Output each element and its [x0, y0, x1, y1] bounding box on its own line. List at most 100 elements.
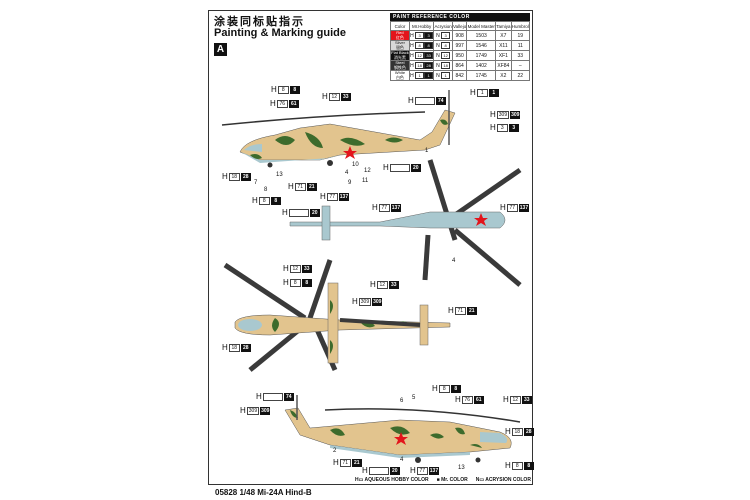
hobby-prefix: H [505, 461, 511, 470]
hobby-prefix: H [271, 85, 277, 94]
hobby-prefix: H [282, 208, 288, 217]
hobby-prefix: H [408, 96, 414, 105]
color-legend: H▭ AQUEOUS HOBBY COLOR ■ Mr. COLOR N▭ AC… [355, 477, 531, 483]
hobby-prefix: H [240, 406, 246, 415]
mr-color-code: 61 [473, 395, 484, 404]
aqueous-code: 71 [294, 182, 306, 191]
hobby-prefix: H [222, 343, 228, 352]
hobby-prefix: H [410, 466, 416, 475]
hobby-prefix: H [222, 172, 228, 181]
aqueous-code: 71 [339, 458, 351, 467]
part-number: 10 [352, 162, 359, 168]
hobby-prefix: H [448, 306, 454, 315]
mr-color-code: 309 [510, 110, 521, 119]
aqueous-code: 1 [476, 88, 488, 97]
aqueous-code: 18 [228, 343, 240, 352]
scheme-badge: A [214, 43, 227, 56]
hobby-prefix: H [490, 110, 496, 119]
acrysion-code: N 1 [433, 70, 453, 81]
kit-title: 05828 1/48 Mi-24A Hind-B [215, 488, 312, 497]
mr-color-code: 137 [390, 203, 402, 212]
aqueous-code: 77 [378, 203, 390, 212]
part-number: 1 [425, 148, 429, 154]
mr-color-code: 28 [240, 343, 251, 352]
hobby-prefix: H [283, 278, 289, 287]
mr-color-code: 309 [372, 297, 383, 306]
mr-color-code: 1 [488, 88, 499, 97]
side-view-right [284, 395, 521, 463]
aqueous-code: 309 [496, 110, 510, 119]
hobby-prefix: H [503, 395, 509, 404]
bottom-view [223, 259, 451, 372]
mr-color-code: 61 [288, 99, 299, 108]
mr-color-code: 21 [466, 306, 477, 315]
legend-acrysion: N▭ ACRYSION COLOR [475, 477, 531, 483]
mr-color-code: 8 [523, 461, 534, 470]
mr-color-code: 8 [301, 278, 312, 287]
part-number: 13 [458, 465, 465, 471]
part-number: 4 [400, 457, 404, 463]
aqueous-code: 8 [289, 278, 301, 287]
aqueous-code [414, 96, 435, 105]
side-view-left [221, 90, 456, 168]
mr-color-code: 28 [240, 172, 251, 181]
hobby-prefix: H [283, 264, 289, 273]
title-english: Painting & Marking guide [214, 27, 347, 39]
mr-color-code: 8 [450, 384, 461, 393]
part-number: 9 [348, 180, 352, 186]
mr-color-code: 33 [340, 92, 351, 101]
mr-color-code: 33 [301, 264, 312, 273]
mr-color-code: 20 [410, 163, 421, 172]
aqueous-code [368, 466, 389, 475]
paint-table-title: PAINT REFERENCE COLOR [390, 13, 530, 21]
hobby-prefix: H [470, 88, 476, 97]
mr-color-code: 20 [389, 466, 400, 475]
top-view [289, 159, 522, 287]
mr-color-code: 137 [518, 203, 530, 212]
hobby-prefix: H [455, 395, 461, 404]
mr-color-code: 8 [270, 196, 281, 205]
part-number: 5 [412, 395, 416, 401]
hobby-prefix: H [288, 182, 294, 191]
aqueous-code: 8 [258, 196, 270, 205]
mr-color-code: 33 [521, 395, 532, 404]
mr-color-code: 137 [428, 466, 440, 475]
part-number: 13 [276, 172, 283, 178]
hobby-prefix: H [505, 427, 511, 436]
part-number: 6 [400, 398, 404, 404]
part-number: 2 [333, 448, 337, 454]
mr-color-code: 74 [283, 392, 294, 401]
part-number: 12 [364, 168, 371, 174]
mr-color-code: 3 [508, 123, 519, 132]
aqueous-code: 77 [416, 466, 428, 475]
mr-color-code: 20 [309, 208, 320, 217]
aqueous-code: 12 [328, 92, 340, 101]
aqueous-code: 71 [454, 306, 466, 315]
aqueous-code [288, 208, 309, 217]
aqueous-code: 8 [438, 384, 450, 393]
vallejo-code: 842 [451, 70, 468, 81]
